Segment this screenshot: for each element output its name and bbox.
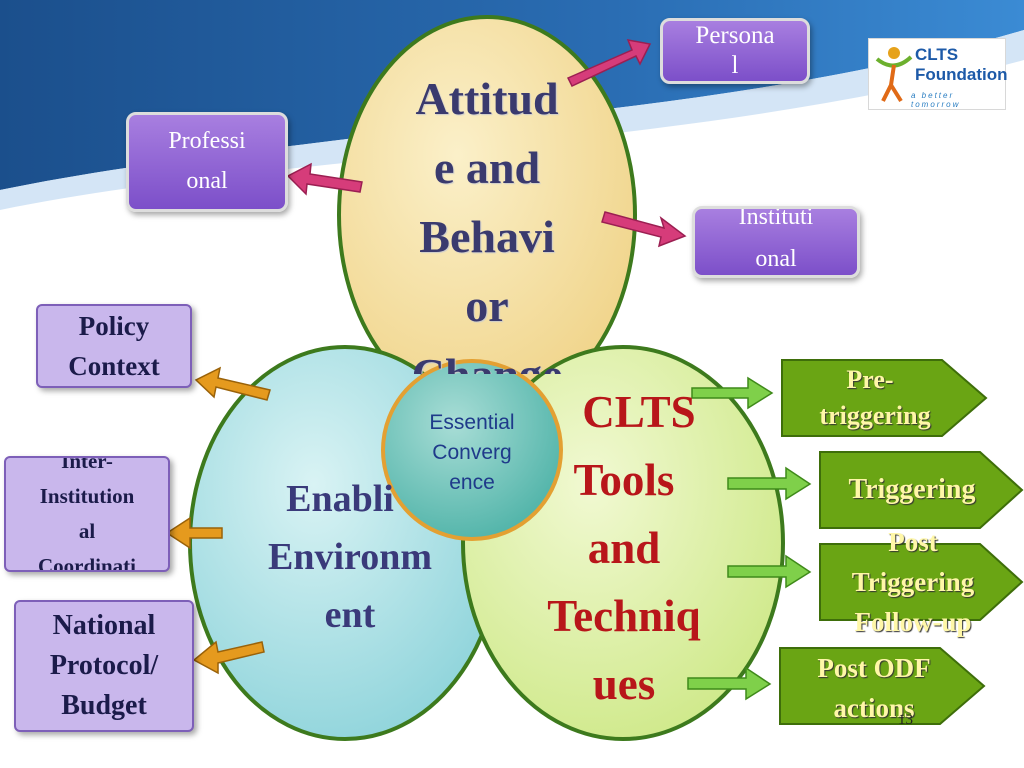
arrow-to-post-triggering: [727, 554, 812, 589]
post-triggering-line-2: Triggering: [851, 567, 975, 597]
triggering-line-1: Triggering: [848, 474, 976, 505]
institutional-line-2: onal: [755, 246, 797, 272]
arrow-to-post-odf: [687, 666, 772, 701]
person-figure-icon: [875, 47, 913, 103]
professional-box: Professi onal: [126, 112, 288, 212]
triggering-box: [819, 451, 1024, 529]
pre-triggering-line-2: triggering: [819, 401, 931, 430]
national-line-3: Budget: [61, 690, 147, 721]
policy-line-2: Context: [68, 351, 160, 381]
post-odf-label: Post ODF actions: [790, 648, 958, 728]
inter-line-4: Coordinati: [37, 554, 136, 572]
essential-convergence-circle: [381, 359, 563, 541]
personal-line-1: Persona: [695, 22, 775, 49]
essential-convergence-label: Essential Converg ence: [402, 408, 542, 498]
personal-line-2: l: [731, 52, 739, 79]
attitude-line-2: e and: [433, 142, 541, 193]
attitude-circle-label: Attitud e and Behavi or Change: [375, 64, 599, 374]
arrow-to-inter-institutional: [165, 516, 223, 550]
enabling-environment-label: Enabli Environm ent: [240, 470, 460, 644]
triggering-label: Triggering: [826, 472, 998, 508]
pre-triggering-line-1: Pre-: [846, 365, 894, 394]
clts-line-4: Techniq: [547, 591, 701, 641]
clts-tools-label: CLTS Tools and Techniq ues: [514, 378, 734, 718]
national-line-2: Protocol/: [49, 650, 159, 681]
convergence-line-1: Essential: [429, 411, 515, 434]
institutional-line-1: Instituti: [738, 206, 814, 230]
post-odf-box: [779, 647, 986, 725]
institutional-box: Instituti onal: [692, 206, 860, 278]
pre-triggering-label: Pre- triggering: [790, 362, 960, 434]
attitude-line-4: or: [465, 280, 509, 331]
enabling-line-2: Environm: [267, 536, 432, 578]
post-odf-line-1: Post ODF: [817, 653, 931, 683]
arrow-to-pre-triggering: [691, 376, 774, 410]
inter-line-1: Inter-: [61, 456, 113, 473]
inter-line-3: al: [78, 519, 96, 543]
policy-context-box: Policy Context: [36, 304, 192, 388]
national-line-1: National: [52, 610, 156, 641]
pre-triggering-box: [781, 359, 988, 437]
logo-tagline: a better tomorrow: [911, 91, 961, 109]
post-triggering-label: Post Triggering Follow-up: [828, 522, 998, 642]
clts-line-5: ues: [592, 659, 656, 709]
enabling-line-1: Enabli: [286, 478, 394, 520]
professional-line-2: onal: [186, 168, 228, 194]
attitude-line-3: Behavi: [419, 211, 555, 262]
arrow-to-professional: [286, 162, 363, 196]
clts-line-1: CLTS: [582, 387, 696, 437]
arrow-to-institutional: [601, 211, 687, 248]
arrow-to-personal: [566, 39, 652, 87]
slide-number: 13: [898, 712, 913, 728]
convergence-line-2: Converg: [432, 441, 512, 464]
arrow-to-policy: [194, 366, 271, 401]
arrow-to-triggering: [727, 466, 812, 501]
clts-line-3: and: [587, 523, 661, 573]
attitude-line-1: Attitud: [415, 73, 559, 124]
attitude-line-5: Change: [375, 340, 599, 374]
post-odf-line-2: actions: [833, 693, 915, 723]
inter-institutional-box: Inter- Institution al Coordinati on: [4, 456, 170, 572]
enabling-line-3: ent: [324, 594, 376, 636]
clts-foundation-logo: CLTS Foundation a better tomorrow: [868, 38, 1008, 110]
national-protocol-box: National Protocol/ Budget: [14, 600, 194, 732]
logo-name-line-1: CLTS: [915, 45, 959, 64]
post-triggering-line-1: Post: [888, 527, 938, 557]
post-triggering-line-3: Follow-up: [854, 607, 972, 637]
logo-name-line-2: Foundation: [915, 65, 1008, 84]
policy-line-1: Policy: [78, 311, 150, 341]
convergence-line-3: ence: [449, 471, 495, 494]
post-triggering-box: [819, 543, 1024, 621]
professional-line-1: Professi: [168, 128, 246, 154]
arrow-to-national: [192, 640, 265, 675]
clts-line-2: Tools: [573, 455, 675, 505]
personal-box: Persona l: [660, 18, 810, 84]
inter-line-2: Institution: [39, 484, 135, 508]
